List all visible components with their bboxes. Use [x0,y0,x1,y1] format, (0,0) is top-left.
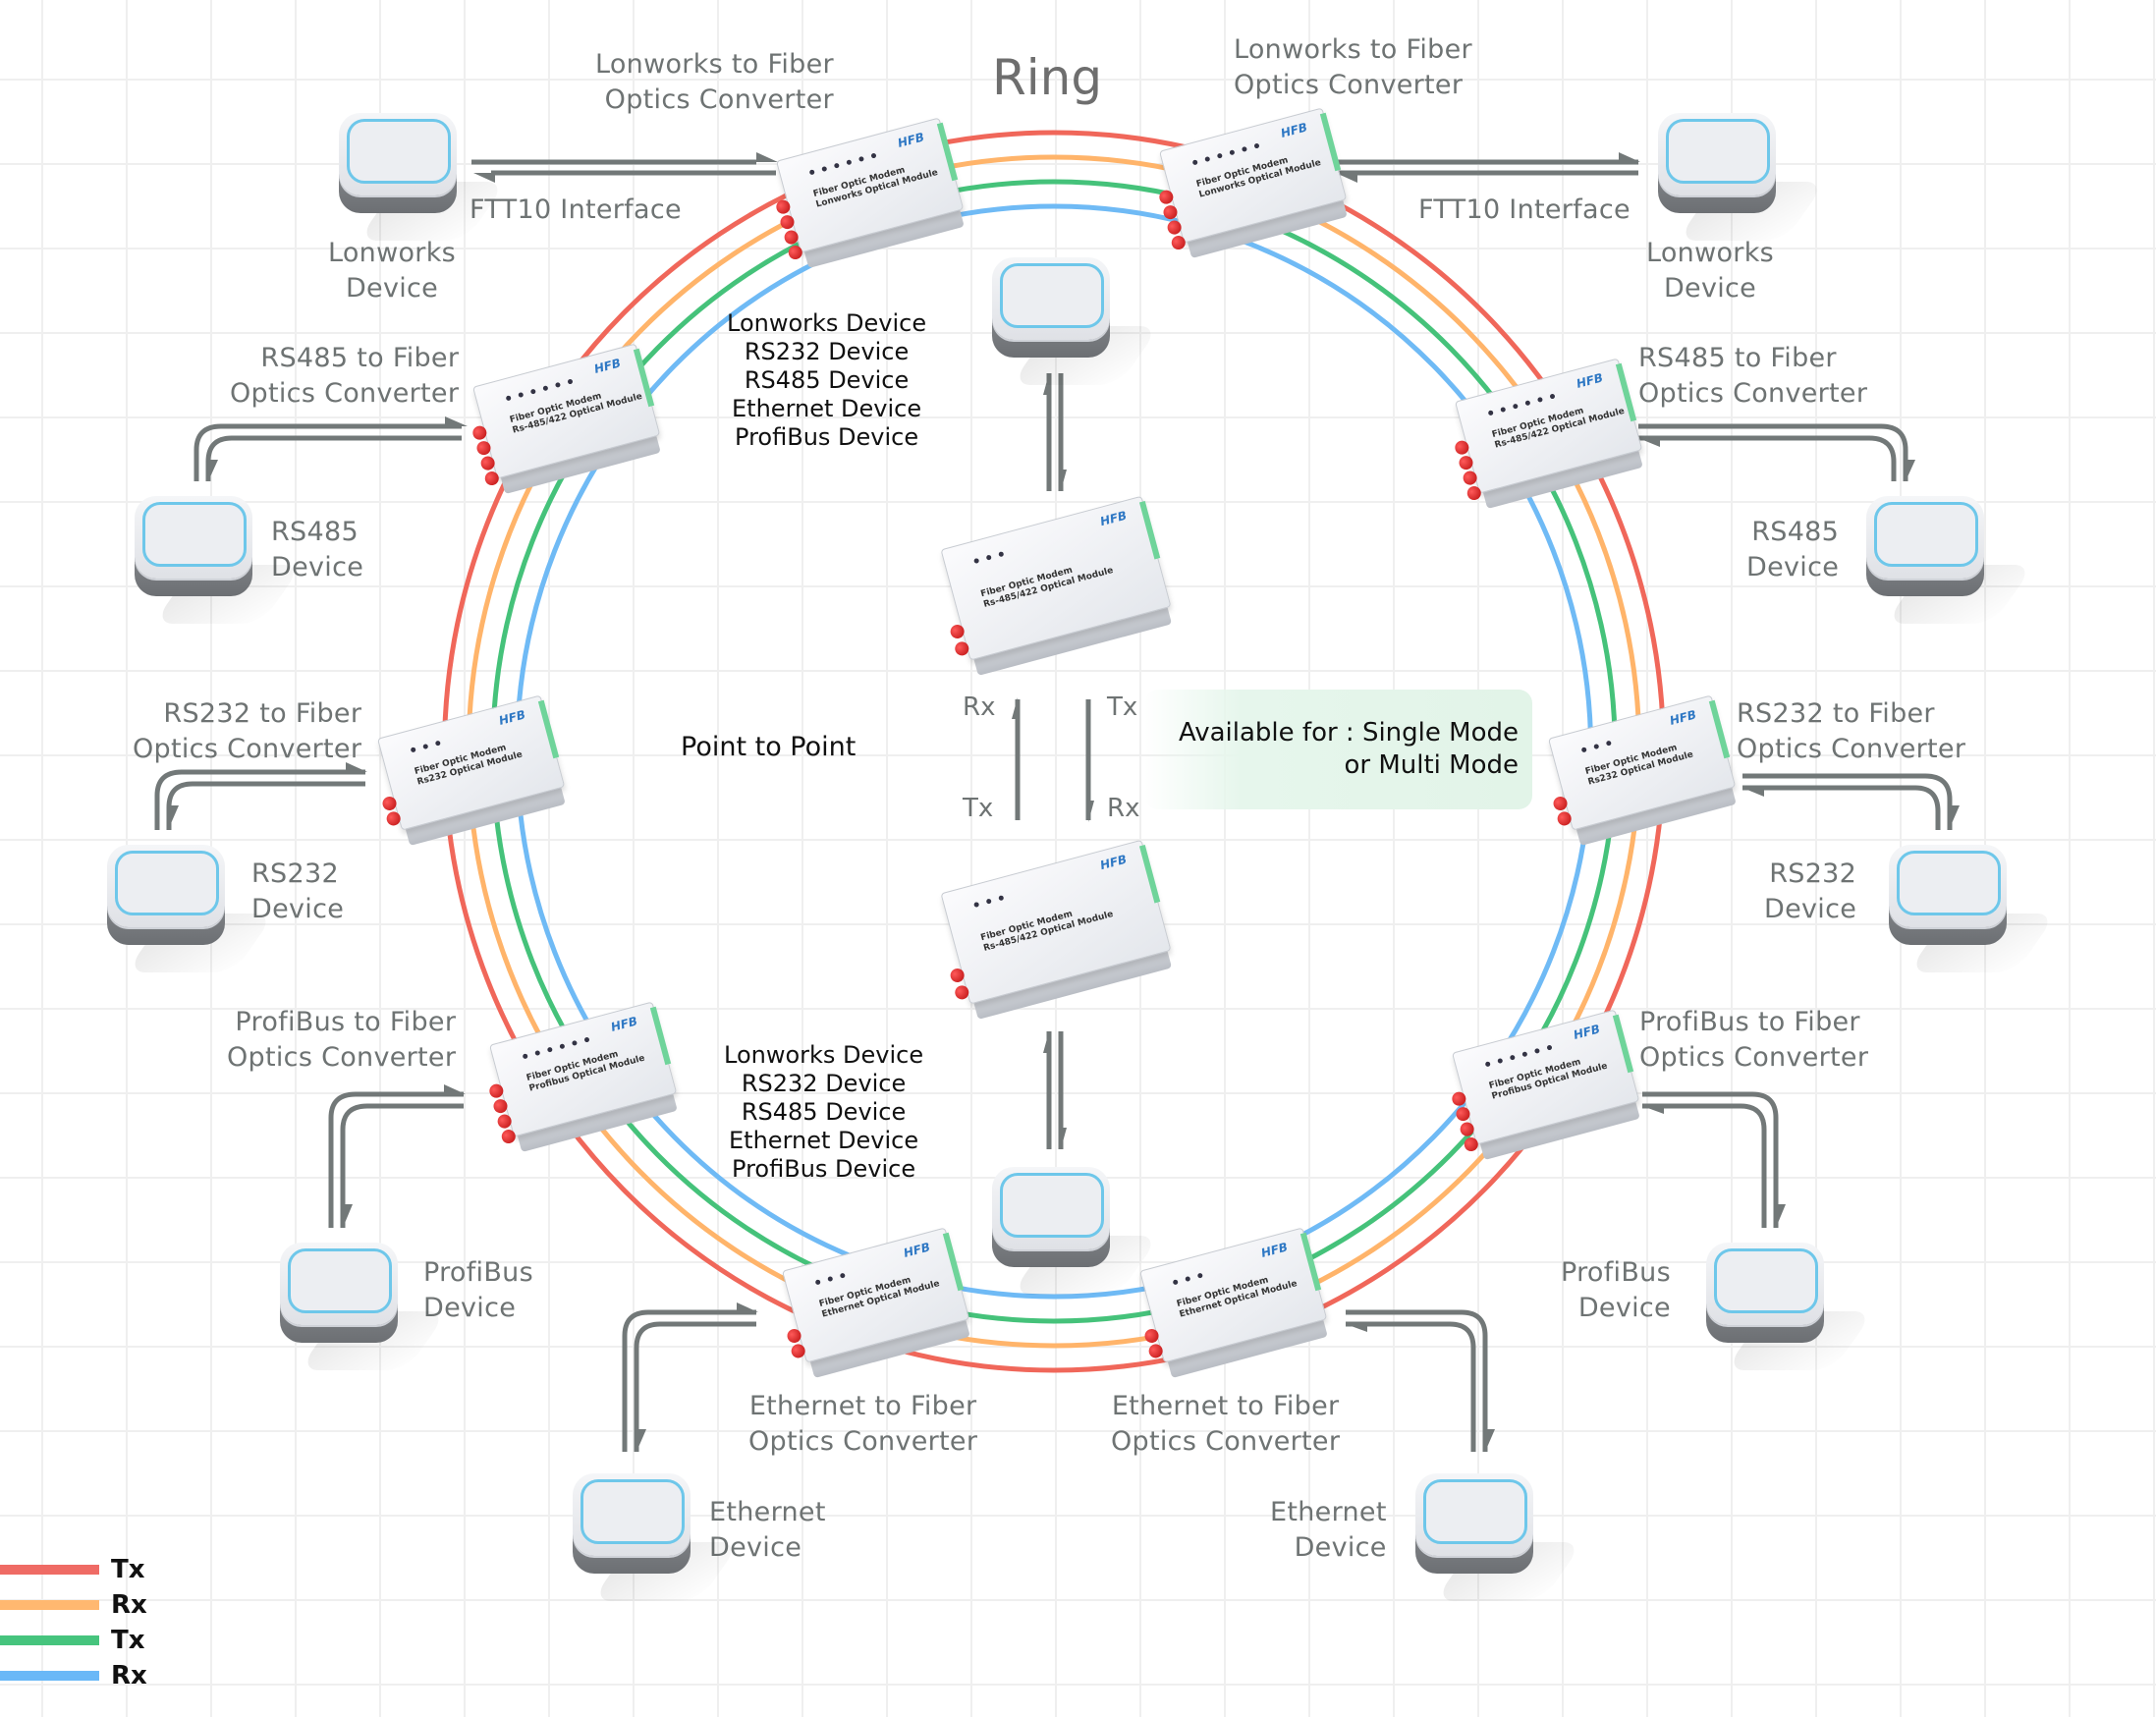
arrow-head-icon [1043,373,1049,395]
legend-label: Rx [111,1590,147,1620]
device-list-bottom: Lonworks Device RS232 Device RS485 Devic… [724,1041,924,1183]
connector-line-rs232-right [1742,773,1953,830]
arrow-head-icon [1619,152,1640,162]
legend-item: Tx [0,1552,147,1587]
device-cube-rs232-right [1889,845,2058,972]
device-cube-ethernet-left [573,1473,742,1601]
arrow-head-icon [208,460,218,481]
arrow-head-icon [1061,1128,1067,1149]
legend-swatch [0,1600,99,1610]
mode-note-box: Available for : Single Mode or Multi Mod… [1144,690,1532,809]
arrow-head-icon [1906,460,1915,481]
connector-line-ethernet-right [1346,1309,1488,1452]
point-to-point-label: Point to Point [681,732,857,762]
legend-label: Tx [111,1555,145,1584]
device-cube-lonworks-left [339,113,508,241]
legend-swatch [0,1565,99,1575]
arrow-head-icon [636,1429,646,1452]
device-cube-profibus-left [280,1243,449,1370]
connector-line-rs485-left [205,435,462,481]
legend-label: Rx [111,1661,147,1690]
connector-line-profibus-left [328,1091,464,1228]
connector-line-ethernet-left [634,1321,756,1452]
connector-line-profibus-right [1642,1091,1779,1228]
connector-line-ethernet-right [1346,1321,1476,1452]
arrow-head-icon [1485,1429,1495,1452]
arrow-head-icon [445,416,468,426]
arrow-head-icon [737,1302,758,1312]
legend-swatch [0,1635,99,1645]
arrow-head-icon [1336,173,1357,183]
interface-label-ftt10-right: FTT10 Interface [1418,194,1631,225]
connector-line-rs232-left [166,781,365,830]
device-cube-ptp-top [992,257,1161,385]
legend-label: Tx [111,1626,145,1655]
connector-line-ethernet-left [622,1309,756,1452]
rx-left-label: Rx [963,692,996,722]
arrow-head-icon [1638,438,1660,447]
arrow-head-icon [1346,1324,1367,1332]
device-cube-rs485-right [1866,496,2035,624]
legend-item: Rx [0,1587,147,1623]
arrow-head-icon [756,152,778,162]
arrow-head-icon [444,1084,466,1094]
diagram-title: Ring [992,49,1103,106]
device-cube-rs232-left [107,845,276,972]
device-cube-ptp-bottom [992,1167,1161,1295]
mode-note-text: Available for : Single Mode or Multi Mod… [1178,718,1519,780]
connector-line-profibus-right [1642,1103,1767,1228]
connector-line-rs485-right [1638,423,1908,481]
rx-right-label: Rx [1107,794,1140,823]
arrow-head-icon [1950,805,1960,828]
interface-label-ftt10-left: FTT10 Interface [470,194,682,225]
arrow-head-icon [1776,1204,1786,1228]
arrow-head-icon [1043,1031,1049,1053]
legend-item: Tx [0,1623,147,1658]
connector-line-profibus-left [340,1103,464,1228]
arrow-head-icon [1642,1106,1664,1114]
device-cube-rs485-left [135,496,304,624]
tx-right-label: Tx [1107,692,1138,722]
arrow-head-icon [1061,470,1067,491]
device-list-top: Lonworks Device RS232 Device RS485 Devic… [727,309,927,451]
arrow-head-icon [1742,788,1764,797]
connector-line-rs232-left [154,769,365,830]
arrow-head-icon [1088,801,1094,822]
arrow-head-icon [473,173,495,183]
legend: Tx Rx Tx Rx [0,1552,147,1693]
device-cube-lonworks-right [1658,113,1827,241]
connector-line-rs485-right [1638,435,1897,481]
tx-left-label: Tx [963,794,994,823]
arrow-head-icon [169,805,179,828]
legend-item: Rx [0,1658,147,1693]
device-cube-profibus-right [1706,1243,1875,1370]
device-cube-ethernet-right [1415,1473,1584,1601]
connector-line-rs485-left [193,423,462,481]
arrow-head-icon [1012,697,1018,719]
connector-line-rs232-right [1742,785,1941,830]
legend-swatch [0,1671,99,1681]
arrow-head-icon [346,762,367,772]
arrow-head-icon [343,1204,353,1228]
